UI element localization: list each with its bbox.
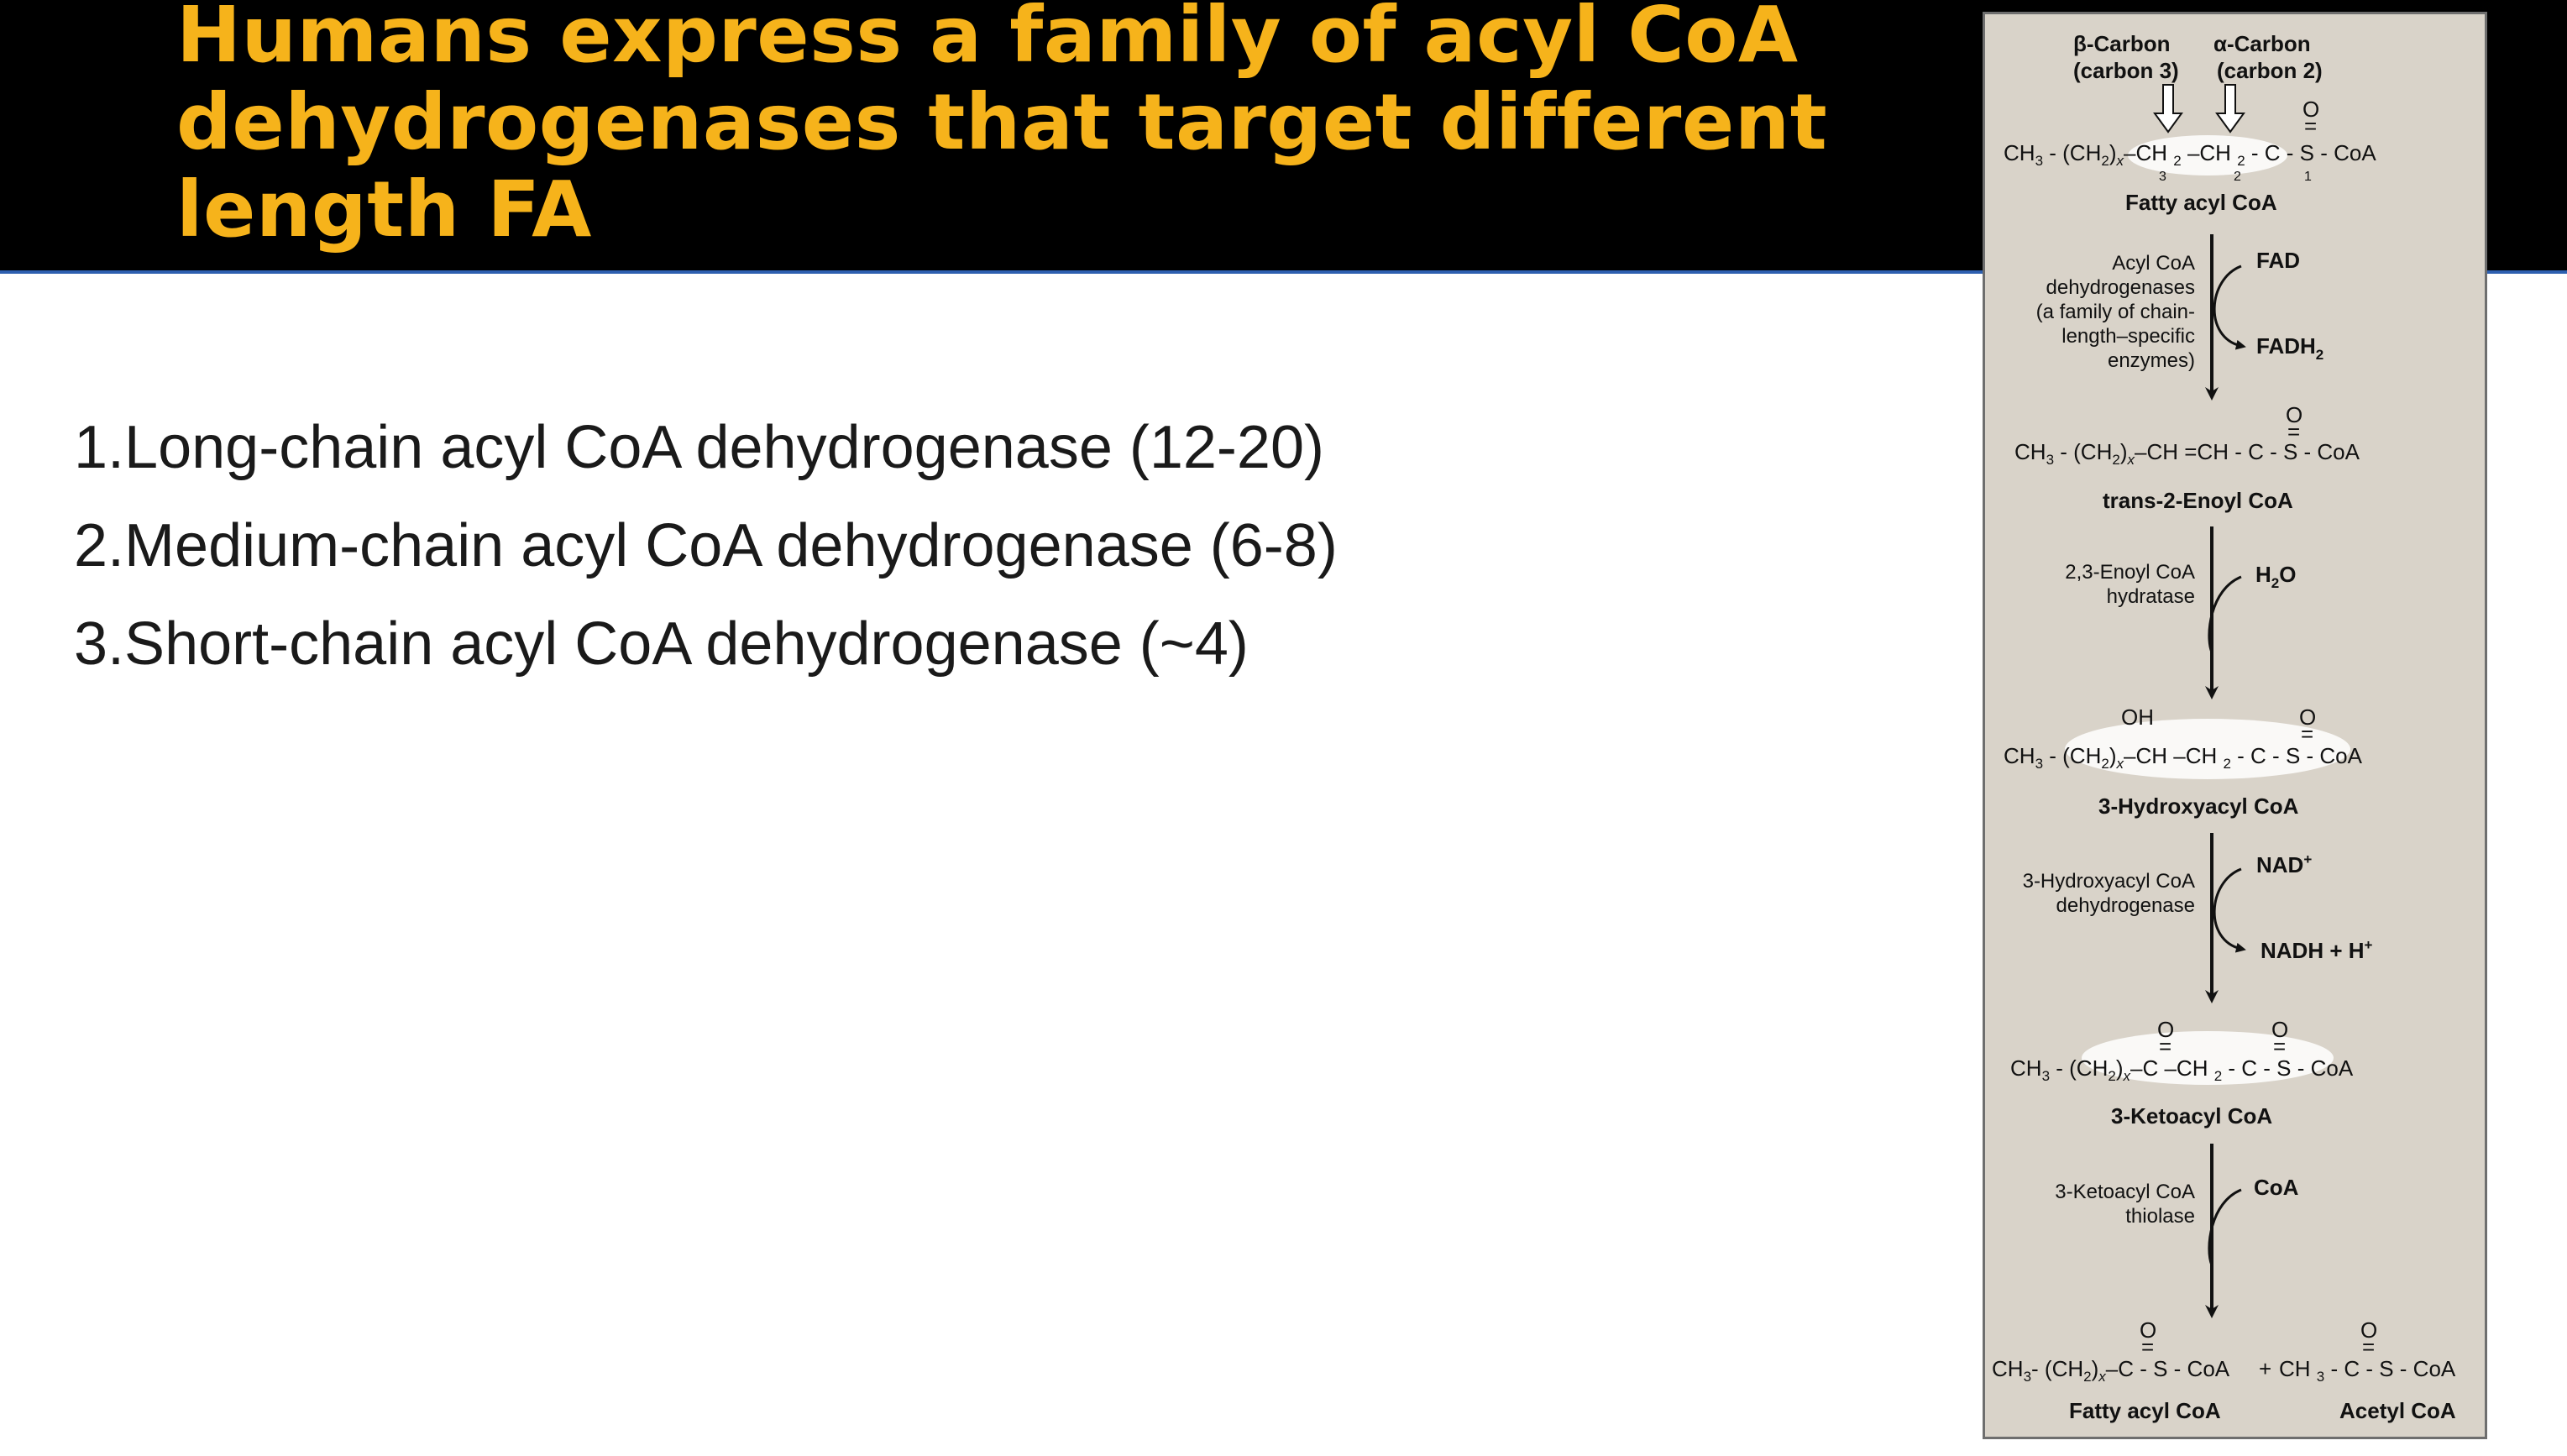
nad-label: NAD+ xyxy=(2256,851,2312,877)
fatty-acyl-coa-label: Fatty acyl CoA xyxy=(2125,190,2277,215)
ketoacyl-coa-formula: CH3 - (CH2)x–C –CH 2 - C - S - CoA xyxy=(2010,1055,2354,1084)
beta-oxidation-diagram: β-Carbon (carbon 3) α-Carbon (carbon 2) … xyxy=(1992,31,2456,1423)
enzyme-4-line: 3-Ketoacyl CoA xyxy=(2055,1181,2195,1203)
ketoacyl-coa-label: 3-Ketoacyl CoA xyxy=(2111,1103,2272,1129)
carbon-number-2: 2 xyxy=(2234,170,2241,184)
enzyme-1-line: enzymes) xyxy=(2108,349,2195,372)
water-label: H2O xyxy=(2255,562,2296,591)
enzyme-2-line: 2,3-Enoyl CoA xyxy=(2065,561,2195,584)
enzyme-1-line: length–specific xyxy=(2061,325,2195,348)
hydroxyl-label: OH xyxy=(2121,704,2154,730)
carbonyl-o: O xyxy=(2286,402,2302,427)
list-item: 1.Long-chain acyl CoA dehydrogenase (12-… xyxy=(74,414,1324,481)
highlight xyxy=(2065,719,2350,779)
list-item: 2.Medium-chain acyl CoA dehydrogenase (6… xyxy=(74,512,1338,579)
enzyme-1-line: Acyl CoA xyxy=(2112,252,2195,275)
list-item: 3.Short-chain acyl CoA dehydrogenase (~4… xyxy=(74,610,1249,678)
beta-carbon-label: β-Carbon xyxy=(2073,31,2171,56)
nadh-label: NADH + H+ xyxy=(2261,937,2373,963)
enoyl-coa-label: trans-2-Enoyl CoA xyxy=(2103,488,2293,513)
double-bond: = xyxy=(2362,1334,2375,1359)
carbon-number-3: 3 xyxy=(2159,170,2166,184)
double-bond: = xyxy=(2159,1034,2171,1059)
dehydrogenase-list: 1.Long-chain acyl CoA dehydrogenase (12-… xyxy=(74,399,1338,694)
coa-label: CoA xyxy=(2254,1175,2299,1200)
product2-formula: CH 3 - C - S - CoA xyxy=(2279,1356,2456,1385)
double-bond: = xyxy=(2141,1334,2154,1359)
carbonyl-o: O xyxy=(2302,97,2319,122)
enzyme-4-line: thiolase xyxy=(2125,1205,2195,1228)
product1-label: Fatty acyl CoA xyxy=(2069,1398,2221,1423)
cofactor-arrow xyxy=(2213,867,2246,953)
double-bond: = xyxy=(2287,419,2300,444)
highlight xyxy=(2128,135,2287,175)
title-divider xyxy=(0,270,2567,274)
carbonyl-o: O xyxy=(2299,704,2316,730)
alpha-carbon-label: α-Carbon xyxy=(2213,31,2311,56)
cofactor-arrow xyxy=(2213,264,2246,350)
enzyme-3-line: 3-Hydroxyacyl CoA xyxy=(2023,870,2195,893)
beta-arrow-icon xyxy=(2153,84,2183,134)
product1-formula: CH3- (CH2)x–C - S - CoA xyxy=(1992,1356,2230,1385)
product1-o: O xyxy=(2140,1317,2156,1343)
fadh2-label: FADH2 xyxy=(2256,333,2323,363)
slide-title: Humans express a family of acyl CoA dehy… xyxy=(176,0,1828,254)
double-bond: = xyxy=(2273,1034,2286,1059)
product2-o: O xyxy=(2360,1317,2377,1343)
alpha-carbon-sub: (carbon 2) xyxy=(2217,58,2323,83)
fatty-acyl-coa-formula: CH3 - (CH2)x–CH 2 –CH 2 - C - S - CoA xyxy=(2004,140,2376,169)
highlight xyxy=(2082,1031,2334,1085)
beta-carbon-sub: (carbon 3) xyxy=(2073,58,2179,83)
coa-input-arrow xyxy=(2208,1188,2242,1266)
water-input-arrow xyxy=(2208,575,2242,653)
double-bond: = xyxy=(2301,721,2313,746)
beta-oxidation-figure: β-Carbon (carbon 3) α-Carbon (carbon 2) … xyxy=(1983,12,2487,1439)
enzyme-2-line: hydratase xyxy=(2107,585,2195,608)
plus-sign: + xyxy=(2259,1356,2271,1381)
double-bond: = xyxy=(2304,113,2317,139)
product2-label: Acetyl CoA xyxy=(2339,1398,2456,1423)
hydroxyacyl-coa-formula: CH3 - (CH2)x–CH –CH 2 - C - S - CoA xyxy=(2004,743,2363,772)
enzyme-1-line: (a family of chain- xyxy=(2036,301,2195,323)
enzyme-1-line: dehydrogenases xyxy=(2046,276,2195,299)
alpha-arrow-icon xyxy=(2215,84,2245,134)
keto-o: O xyxy=(2157,1017,2174,1042)
fad-label: FAD xyxy=(2256,248,2300,273)
carbon-number-1: 1 xyxy=(2304,170,2312,184)
enoyl-coa-formula: CH3 - (CH2)x–CH =CH - C - S - CoA xyxy=(2014,439,2360,468)
carbonyl-o: O xyxy=(2271,1017,2288,1042)
enzyme-3-line: dehydrogenase xyxy=(2056,894,2195,917)
hydroxyacyl-coa-label: 3-Hydroxyacyl CoA xyxy=(2098,793,2299,819)
